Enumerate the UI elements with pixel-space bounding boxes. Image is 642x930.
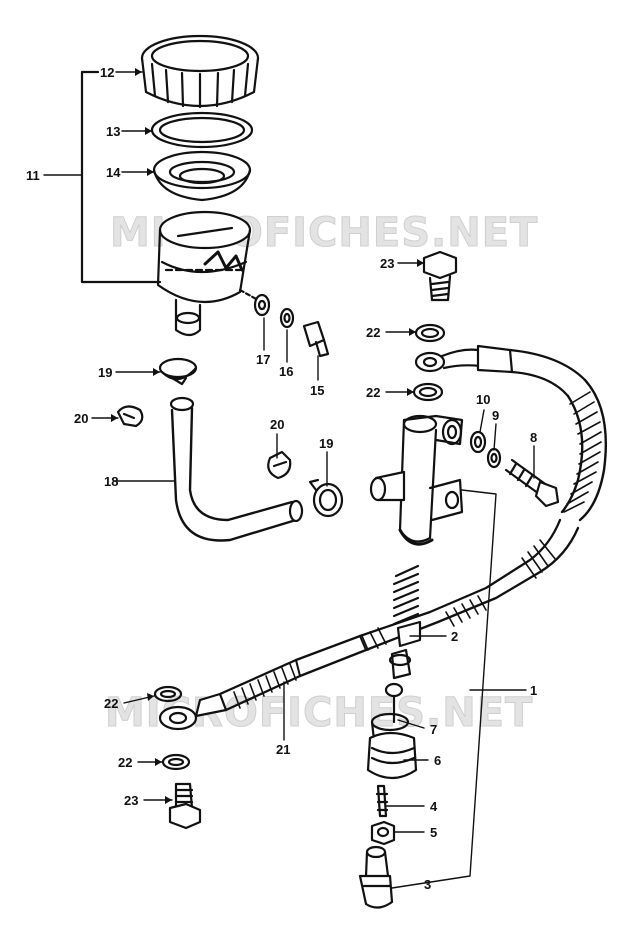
hose-spring-upper: [563, 391, 602, 513]
callout-19-lower: 19: [319, 436, 333, 451]
callout-11: 11: [26, 168, 40, 183]
bolt-15: [302, 320, 330, 358]
callout-13: 13: [106, 124, 120, 139]
clevis-3: [358, 845, 394, 909]
washer-22-a: [414, 323, 446, 343]
callout-22-b: 22: [366, 385, 380, 400]
callout-4: 4: [430, 799, 438, 814]
bracket-11: [80, 70, 162, 284]
callout-22-a: 22: [366, 325, 380, 340]
callout-1: 1: [530, 683, 537, 698]
hose-spring-lower: [233, 539, 557, 709]
leader-arrowheads: [111, 68, 424, 804]
master-cylinder-body: [369, 414, 464, 546]
callout-8: 8: [530, 430, 537, 445]
callout-9: 9: [492, 408, 499, 423]
union-bolt-23-lower: [168, 782, 202, 830]
nut-5: [370, 820, 396, 846]
washer-22-b: [412, 382, 444, 402]
callout-5: 5: [430, 825, 437, 840]
callout-3: 3: [424, 877, 431, 892]
diaphragm-plate: [150, 111, 254, 149]
callout-14: 14: [106, 165, 121, 180]
washer-22-d: [161, 753, 191, 771]
leader-lines: [43, 71, 535, 889]
hose-clamp-19-upper: [158, 357, 198, 386]
callout-20-left: 20: [74, 411, 88, 426]
callout-2: 2: [451, 629, 458, 644]
washer-22-c: [153, 685, 183, 703]
push-rod-4: [375, 784, 389, 818]
union-bolt-23-upper: [422, 250, 458, 302]
callout-23-lower: 23: [124, 793, 138, 808]
callout-6: 6: [434, 753, 441, 768]
piston-spring-2: [388, 564, 422, 680]
callout-23-upper: 23: [380, 256, 394, 271]
hose-clamp-19-lower: [308, 478, 344, 518]
diaphragm: [152, 150, 252, 202]
hose-clip-20-left: [116, 405, 144, 428]
callout-22-c: 22: [104, 696, 118, 711]
washer-10: [469, 430, 487, 454]
callout-17: 17: [256, 352, 270, 367]
brake-hose-upper: [414, 344, 607, 522]
callout-16: 16: [279, 364, 293, 379]
reservoir-cap: [140, 34, 260, 109]
reservoir-body: [156, 210, 252, 337]
callout-22-d: 22: [118, 755, 132, 770]
callout-7: 7: [430, 722, 437, 737]
callout-20-middle: 20: [270, 417, 284, 432]
boot-6: [366, 731, 418, 780]
callout-15: 15: [310, 383, 324, 398]
callout-12: 12: [100, 65, 114, 80]
washer-17: [253, 293, 271, 317]
reservoir-hose-18: [169, 396, 304, 542]
callout-18: 18: [104, 474, 118, 489]
callout-21: 21: [276, 742, 290, 757]
washer-16: [279, 307, 295, 329]
washer-9: [486, 447, 502, 469]
callout-labels: 12 13 14 11 17 16 15 23 22 22 19 20 18 2…: [26, 65, 537, 892]
callout-19-upper: 19: [98, 365, 112, 380]
hose-clip-20-middle: [267, 450, 292, 480]
bolt-8: [504, 458, 560, 508]
callout-10: 10: [476, 392, 490, 407]
